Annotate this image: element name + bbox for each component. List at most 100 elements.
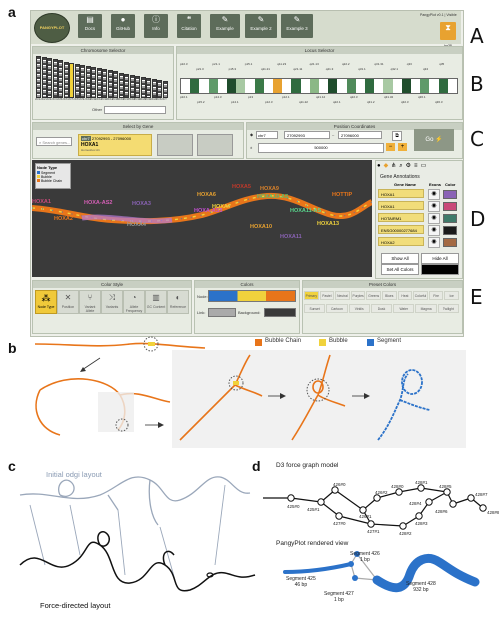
gene-label-hoxa9[interactable]: HOXA9: [260, 186, 279, 192]
gene-label-hottip[interactable]: HOTTIP: [332, 192, 352, 198]
gene-result-card[interactable]: chr7 27092993 - 27096000 HOXA1 Homeobox …: [78, 134, 152, 156]
preset-twilight[interactable]: Twilight: [437, 304, 459, 313]
gene-label-hoxa5[interactable]: HOXA5: [232, 184, 251, 190]
chromosome-chr16[interactable]: [118, 72, 124, 98]
show-all-button[interactable]: Show All: [381, 253, 419, 264]
preset-primary[interactable]: Primary: [304, 291, 319, 300]
chromosome-chr7[interactable]: [69, 62, 74, 98]
eye-icon[interactable]: ◉: [428, 201, 440, 212]
chromosome-chr5[interactable]: [58, 60, 63, 98]
chromosome-chr21[interactable]: [146, 78, 151, 98]
preset-purples[interactable]: Purples: [350, 291, 366, 300]
nav-button-example[interactable]: ✎Example: [210, 14, 240, 38]
preset-greens[interactable]: Greens: [366, 291, 381, 300]
gene-label-hoxa11-as[interactable]: HOXA11-AS: [290, 208, 322, 214]
chromosome-chr11[interactable]: [91, 67, 96, 98]
share-icon[interactable]: ⋔: [391, 163, 400, 169]
chromosome-chr6[interactable]: [63, 61, 69, 98]
chromosome-chr22[interactable]: [151, 79, 157, 98]
eye-icon[interactable]: ◉: [428, 213, 440, 224]
color-style-variants[interactable]: ⤨Variants: [101, 290, 123, 314]
preset-pastel[interactable]: Pastel: [319, 291, 335, 300]
chromosome-chr1[interactable]: [36, 56, 41, 98]
preset-cartoon[interactable]: Cartoon: [326, 304, 348, 313]
preset-heat[interactable]: Heat: [397, 291, 413, 300]
gene-color-swatch[interactable]: [443, 238, 457, 247]
preset-neutral[interactable]: Neutral: [335, 291, 350, 300]
chromosome-chr14[interactable]: [107, 70, 113, 98]
preset-colorful[interactable]: Colorful: [413, 291, 428, 300]
gene-label-hoxa10[interactable]: HOXA10: [250, 224, 272, 230]
eye-icon[interactable]: ◉: [428, 237, 440, 248]
gene-color-swatch[interactable]: [443, 202, 457, 211]
chromosome-chr18[interactable]: [129, 74, 135, 98]
flank-field[interactable]: 500000: [258, 143, 384, 153]
gene-color-swatch[interactable]: [443, 214, 457, 223]
logo[interactable]: PANGYPLOT: [34, 13, 70, 43]
nav-button-citation[interactable]: ❝Citation: [177, 14, 201, 38]
chromosome-chr10[interactable]: [85, 65, 91, 98]
chromosome-chr2[interactable]: [41, 57, 47, 98]
gene-label-hoxa-as3[interactable]: HOXA-AS3: [194, 208, 222, 214]
chromosome-chrY[interactable]: [162, 81, 168, 98]
color-style-node-type[interactable]: ⁂Node Type: [35, 290, 57, 314]
gene-annotation-name[interactable]: HOXA1: [378, 201, 424, 210]
chromosome-chr9[interactable]: [80, 64, 85, 98]
hide-all-button[interactable]: Hide All: [421, 253, 459, 264]
go-button[interactable]: Go ⚡: [414, 129, 454, 151]
set-all-colors-swatch[interactable]: [421, 264, 459, 275]
copy-button[interactable]: ⧉: [392, 131, 402, 141]
gene-color-swatch[interactable]: [443, 226, 457, 235]
chromosome-chr3[interactable]: [47, 58, 52, 98]
preset-blues[interactable]: Blues: [382, 291, 397, 300]
chromosome-chr12[interactable]: [96, 68, 102, 98]
gene-annotation-name[interactable]: HOTAIRM1: [378, 213, 424, 222]
gene-label-hoxa4[interactable]: HOXA4: [127, 222, 147, 228]
chromosome-chrX[interactable]: [157, 80, 162, 98]
gene-result-empty-1[interactable]: [157, 134, 193, 156]
gene-label-hoxa1[interactable]: HOXA1: [32, 199, 51, 205]
eye-icon[interactable]: ◉: [428, 225, 440, 236]
gene-label-hoxa7[interactable]: HOXA7: [212, 204, 231, 210]
nav-button-example-3[interactable]: ✎Example 3: [281, 14, 313, 38]
list-icon[interactable]: ≡: [414, 163, 421, 169]
start-field[interactable]: 27092993: [284, 131, 330, 139]
gene-label-hoxa-as2[interactable]: HOXA-AS2: [84, 200, 112, 206]
graph-bubble-overlay[interactable]: [32, 195, 372, 222]
preset-viridis[interactable]: Viridis: [348, 304, 370, 313]
preset-water[interactable]: Water: [393, 304, 415, 313]
end-field[interactable]: 27096000: [338, 131, 382, 139]
color-style-allele-frequency[interactable]: ◔Allele Frequency: [123, 290, 145, 314]
chromosome-chr17[interactable]: [124, 73, 129, 98]
camera-icon[interactable]: ▭: [420, 163, 430, 169]
gene-label-hoxa6[interactable]: HOXA6: [197, 192, 216, 198]
gene-label-hoxa11[interactable]: HOXA11: [280, 234, 302, 240]
gene-result-empty-2[interactable]: [197, 134, 233, 156]
other-dropdown[interactable]: [104, 106, 166, 114]
link-color-swatch[interactable]: [208, 308, 236, 317]
preset-magma[interactable]: Magma: [415, 304, 437, 313]
gene-label-hoxa10-as[interactable]: HOXA10-AS: [257, 194, 289, 200]
gene-annotation-name[interactable]: ENSG00000277684: [378, 225, 424, 234]
gene-annotation-name[interactable]: HOXA2: [378, 237, 424, 246]
gear-icon[interactable]: ⚙: [405, 163, 415, 169]
chromosome-chr15[interactable]: [113, 71, 118, 98]
set-all-colors-button[interactable]: Set All Colors: [381, 264, 419, 275]
chromosome-ideogram[interactable]: [180, 78, 458, 94]
eye-icon[interactable]: ◉: [428, 189, 440, 200]
nav-button-github[interactable]: ●GitHub: [111, 14, 135, 38]
nav-button-docs[interactable]: ▤Docs: [78, 14, 102, 38]
color-style-gc-content[interactable]: ▥GC Content: [145, 290, 167, 314]
chromosome-chr20[interactable]: [140, 76, 146, 98]
background-color-swatch[interactable]: [264, 308, 296, 317]
preset-ice[interactable]: Ice: [444, 291, 459, 300]
tag-icon[interactable]: ◆: [383, 163, 392, 169]
color-style-position[interactable]: ✕Position: [57, 290, 79, 314]
gene-label-hoxa3[interactable]: HOXA3: [132, 201, 151, 207]
chromosome-chr19[interactable]: [135, 75, 140, 98]
info-icon[interactable]: ●: [377, 163, 384, 169]
gene-label-hoxa13[interactable]: HOXA13: [317, 221, 339, 227]
chromosome-chr4[interactable]: [52, 59, 58, 98]
